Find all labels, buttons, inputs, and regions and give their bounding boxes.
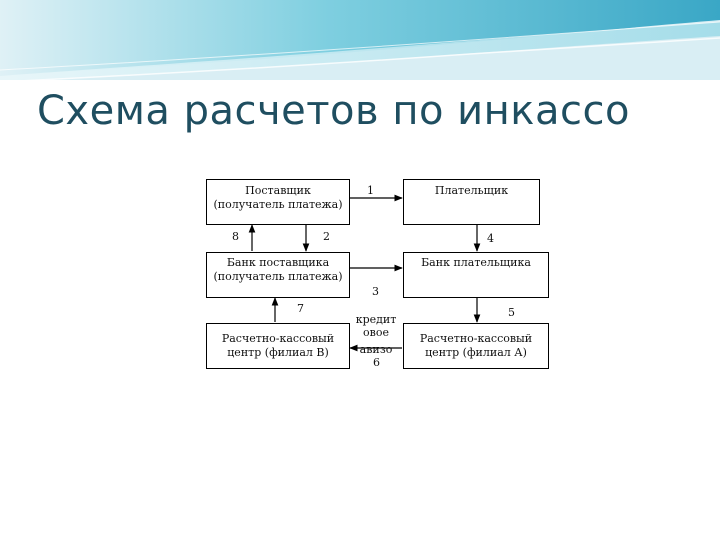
label-step-1: 1	[367, 184, 374, 197]
box-payer-bank-line-1: Банк плательщика	[404, 256, 548, 270]
box-supplier-line-2: (получатель платежа)	[207, 198, 349, 212]
box-cash-center-a-line-1: Расчетно-кассовый	[404, 332, 548, 346]
box-supplier-line-1: Поставщик	[207, 184, 349, 198]
label-step-5: 5	[508, 306, 515, 319]
label-credit-advice-line-2: овое	[352, 326, 400, 339]
box-cash-center-b: Расчетно-кассовый центр (филиал В)	[206, 323, 350, 369]
label-step-8: 8	[232, 230, 239, 243]
label-step-4: 4	[487, 232, 494, 245]
box-supplier-bank-line-2: (получатель платежа)	[207, 270, 349, 284]
label-step-3: 3	[372, 285, 379, 298]
box-supplier: Поставщик (получатель платежа)	[206, 179, 350, 225]
box-cash-center-a-line-2: центр (филиал А)	[404, 346, 548, 360]
box-cash-center-b-line-2: центр (филиал В)	[207, 346, 349, 360]
label-credit-advice-line-1: кредит	[352, 313, 400, 326]
box-payer-line-1: Плательщик	[404, 184, 539, 198]
label-credit-advice-line-3: авизо	[352, 343, 400, 356]
label-credit-advice: кредит овое авизо	[352, 313, 400, 356]
box-supplier-bank: Банк поставщика (получатель платежа)	[206, 252, 350, 298]
label-step-2: 2	[323, 230, 330, 243]
box-payer: Плательщик	[403, 179, 540, 225]
label-step-6: 6	[373, 356, 380, 369]
box-payer-bank: Банк плательщика	[403, 252, 549, 298]
box-supplier-bank-line-1: Банк поставщика	[207, 256, 349, 270]
label-step-7: 7	[297, 302, 304, 315]
box-cash-center-a: Расчетно-кассовый центр (филиал А)	[403, 323, 549, 369]
slide-title: Схема расчетов по инкассо	[37, 88, 630, 134]
box-cash-center-b-line-1: Расчетно-кассовый	[207, 332, 349, 346]
